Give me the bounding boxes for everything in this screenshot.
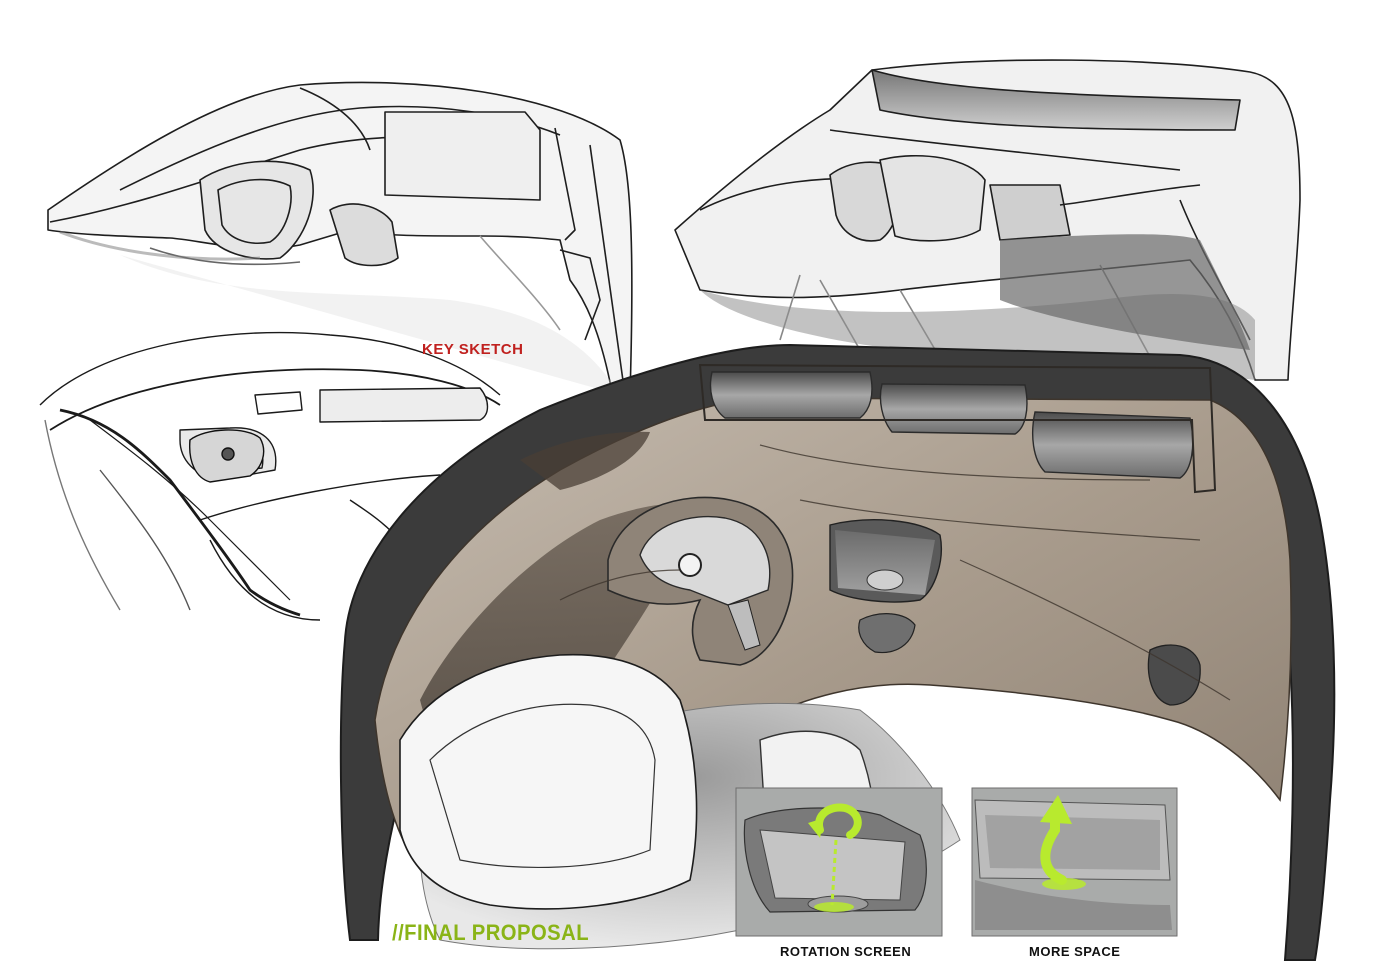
rotation-screen-caption: ROTATION SCREEN — [780, 944, 912, 959]
inset-rotation-screen — [735, 787, 943, 937]
up-arrow-icon — [1040, 795, 1086, 890]
screen-left — [709, 371, 873, 419]
inset-more-space — [971, 787, 1178, 937]
more-space-caption: MORE SPACE — [1029, 944, 1121, 959]
right-vent — [1147, 644, 1201, 706]
key-sketch-label: KEY SKETCH — [422, 341, 524, 358]
seat-left — [399, 653, 698, 910]
sketch1-shadow — [120, 255, 620, 395]
screen-right — [1032, 411, 1194, 479]
steering-wheel-key-sketch — [189, 429, 265, 483]
final-proposal-label: //FINAL PROPOSAL — [392, 920, 590, 945]
sketch2-footwell — [1000, 234, 1250, 350]
screen-center — [879, 383, 1028, 435]
steering-wheel — [607, 496, 794, 666]
final-proposal-rendering — [339, 343, 1336, 961]
center-vent — [858, 613, 916, 654]
rotation-arrow-icon — [808, 803, 862, 912]
dashboard-sketch-top-left — [47, 81, 633, 396]
